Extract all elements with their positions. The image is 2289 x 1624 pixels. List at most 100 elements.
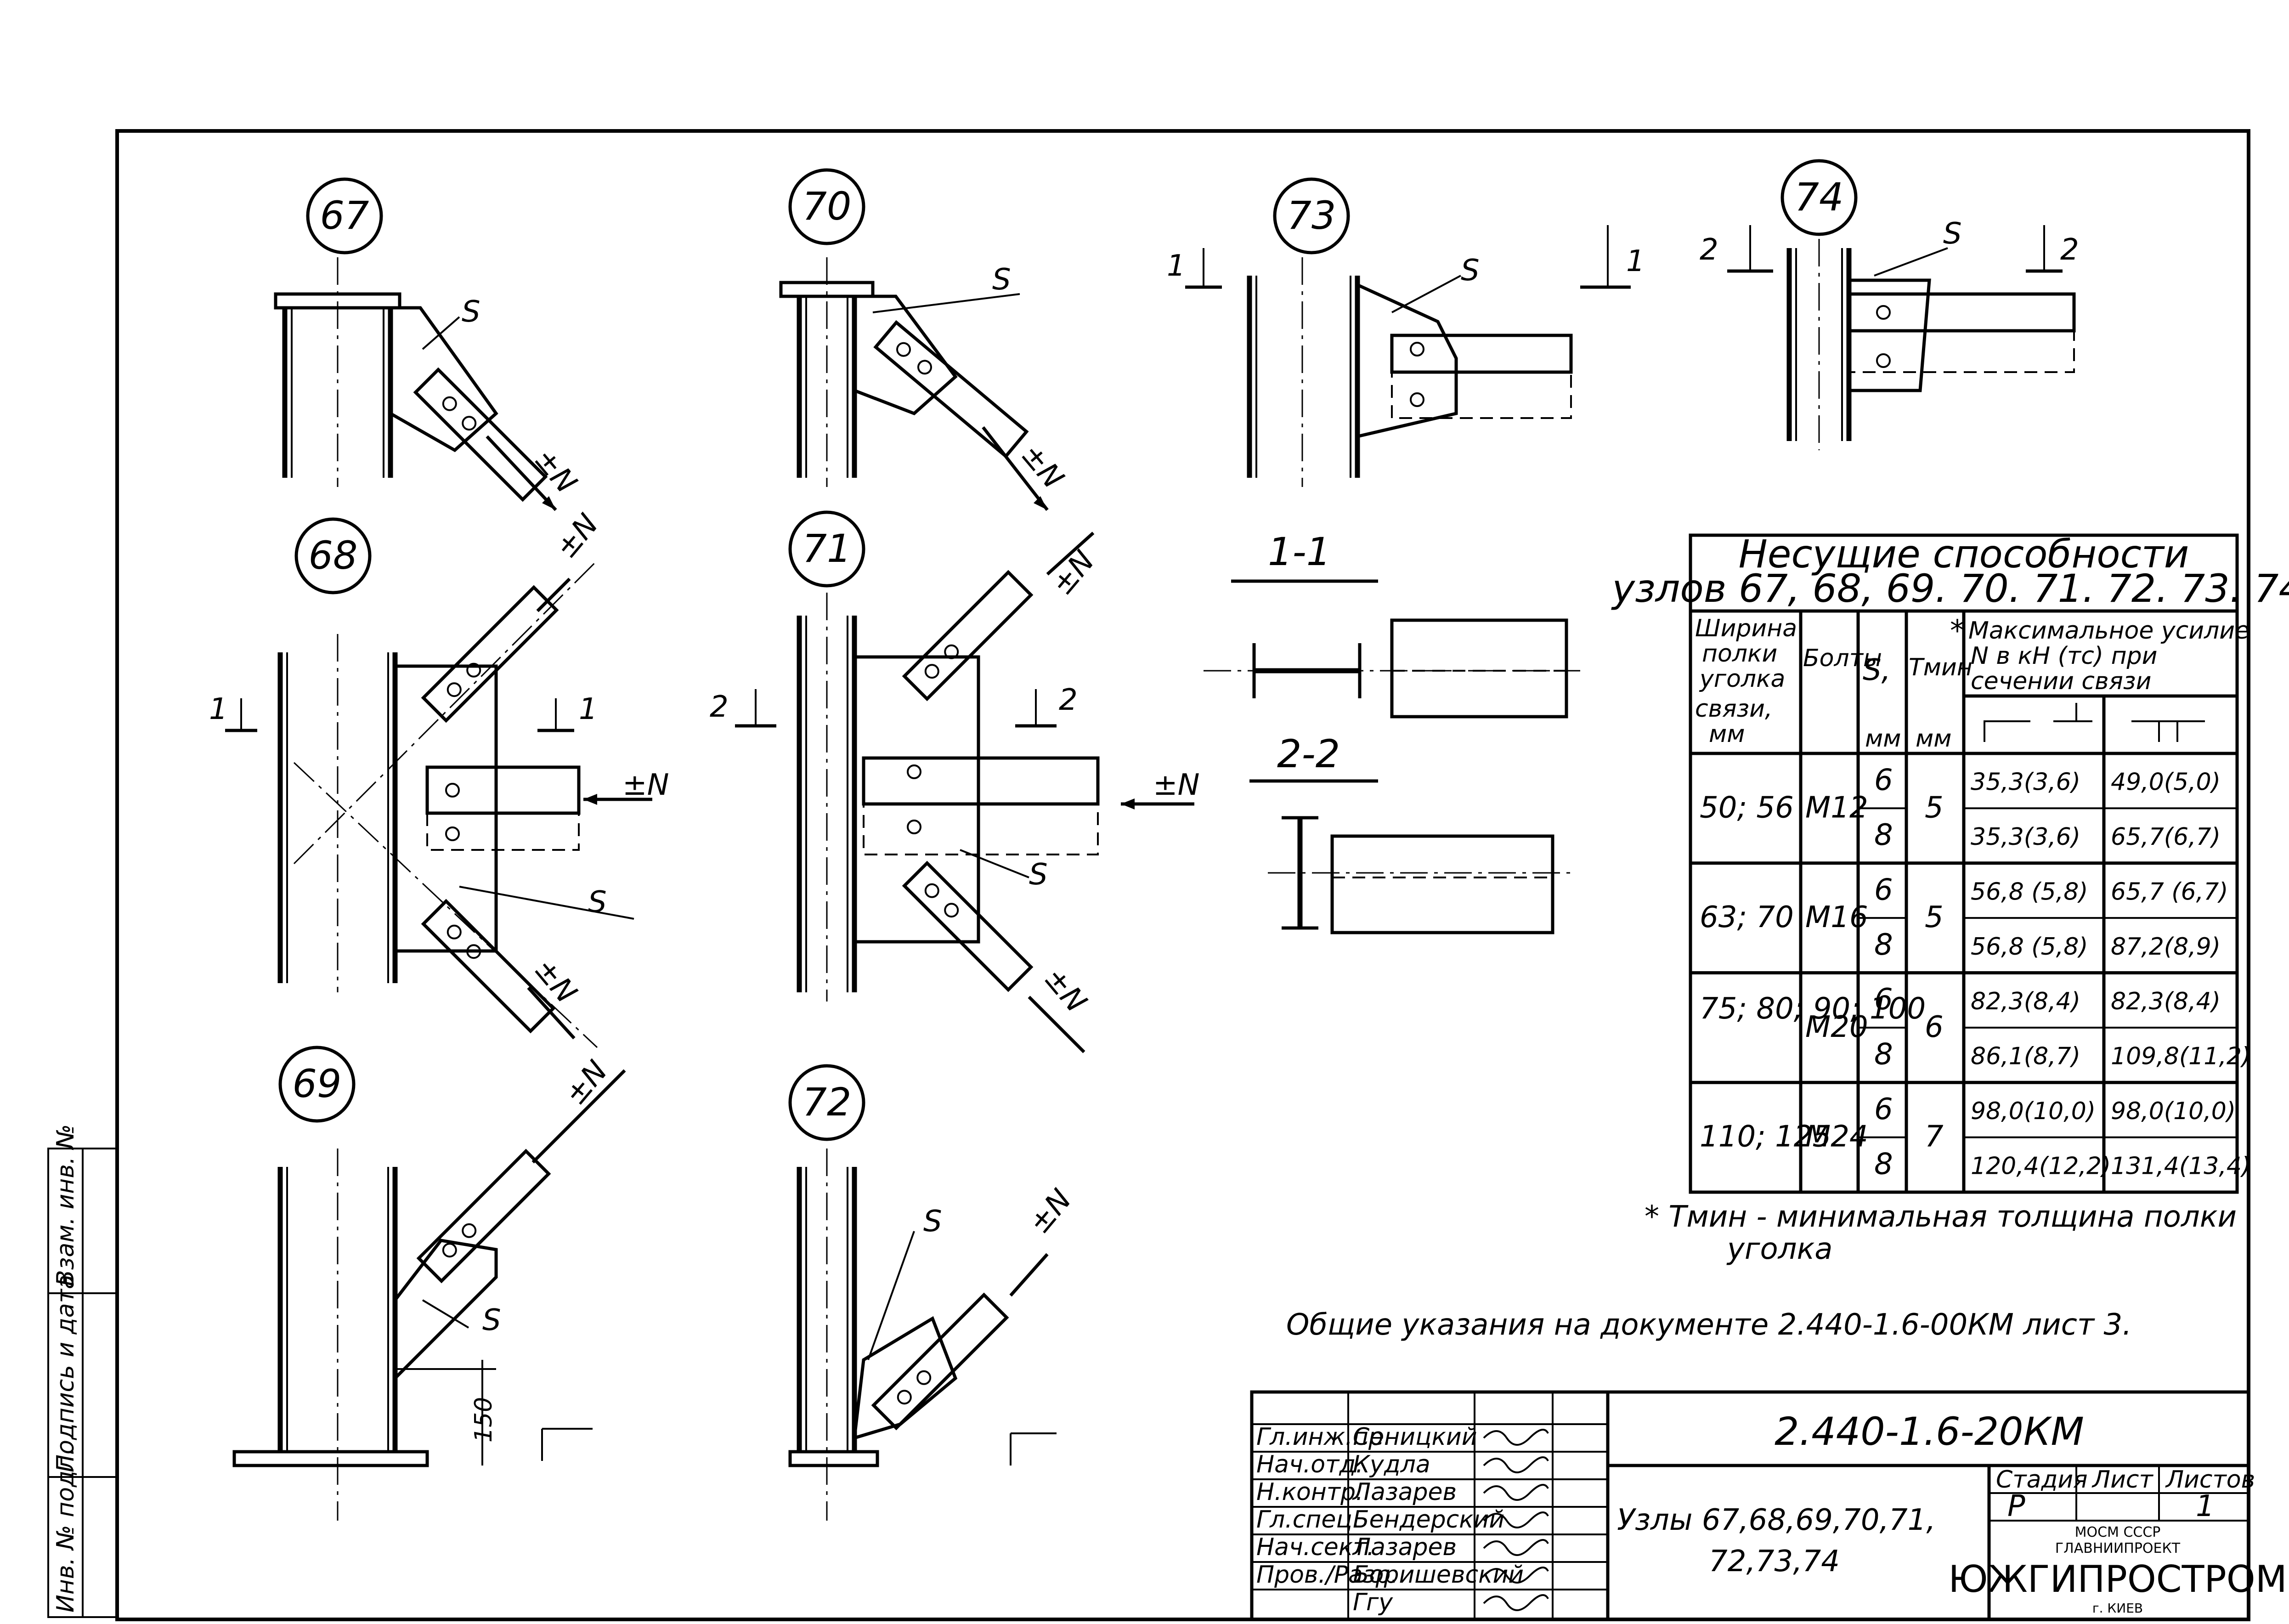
node-69-marker: 69 — [278, 1046, 356, 1123]
cell-force-1: 82,3(8,4) — [1971, 988, 2080, 1015]
node-68-force-bottom: ±N — [527, 952, 583, 1010]
org-line-1: МОСМ СССР — [2075, 1524, 2161, 1540]
tb-role: Гл.спец. — [1256, 1506, 1360, 1533]
th-width-3: уголка — [1699, 665, 1785, 693]
node-67-label: 67 — [320, 193, 369, 238]
title-block: Гл.инж.пр.СеницкийНач.отд.КудлаН.контр.Л… — [1250, 1390, 2287, 1621]
cell-force-2: 87,2(8,9) — [2111, 933, 2221, 961]
th-tmin-unit: мм — [1916, 725, 1951, 753]
cell-bolt: М24 — [1805, 1120, 1868, 1154]
node-74-drawing: S 2 2 — [1700, 217, 2079, 450]
tb-name: Лазарев — [1352, 1533, 1457, 1561]
node-70-label: 70 — [803, 184, 852, 229]
cell-s: 8 — [1874, 928, 1893, 962]
signature — [1483, 1456, 1549, 1473]
th-bolts: Болты — [1803, 645, 1882, 672]
node-73-cut-right: 1 — [1626, 244, 1645, 278]
title-block-row: Н.контр.Лазарев — [1252, 1478, 1608, 1506]
tb-role: Гл.инж.пр. — [1256, 1423, 1391, 1451]
node-74-label: 74 — [1795, 175, 1844, 220]
stage-label: Стадия — [1996, 1466, 2088, 1494]
tb-name: Кудла — [1353, 1451, 1430, 1478]
cell-force-1: 56,8 (5,8) — [1971, 933, 2088, 961]
cell-force-2: 49,0(5,0) — [2111, 769, 2221, 796]
tb-name: Лазарев — [1352, 1478, 1457, 1506]
node-68-cut-right: 1 — [579, 692, 598, 726]
node-73-drawing: S 1 1 — [1167, 225, 1645, 487]
cell-tmin: 7 — [1925, 1120, 1944, 1154]
cell-bolt: М20 — [1805, 1010, 1868, 1044]
node-74-marker: 74 — [1780, 159, 1858, 236]
th-maxforce-2: N в кН (тс) при — [1971, 642, 2157, 670]
cell-force-2: 65,7(6,7) — [2111, 823, 2221, 851]
stage-value: Р — [2007, 1489, 2025, 1523]
signature — [1483, 1567, 1549, 1584]
node-69-dim-150: 150 — [470, 1397, 497, 1443]
node-68-force-top: ±N — [549, 508, 605, 565]
th-width-1: Ширина — [1695, 615, 1797, 642]
sheet-frame — [115, 129, 2250, 1621]
node-68-marker: 68 — [294, 517, 372, 594]
signature — [1483, 1511, 1549, 1528]
node-68-s-label: S — [588, 885, 607, 919]
node-72-drawing: S ±N — [788, 1149, 1078, 1521]
cell-s: 6 — [1874, 983, 1893, 1017]
signature — [1483, 1429, 1549, 1446]
tb-name: Боришевский — [1353, 1561, 1524, 1589]
node-72-marker: 72 — [788, 1064, 865, 1141]
cell-bolt: М12 — [1805, 791, 1868, 825]
node-67-drawing: S ±N — [274, 257, 583, 511]
cell-s: 8 — [1874, 818, 1893, 852]
node-68-cut-left: 1 — [209, 692, 228, 726]
cell-width: 63; 70 — [1700, 900, 1794, 934]
capacity-table: Несущие способности узлов 67, 68, 69. 70… — [1611, 532, 2289, 1266]
table-footnote-2: уголка — [1726, 1232, 1832, 1266]
cell-force-2: 98,0(10,0) — [2111, 1098, 2236, 1125]
doc-code: 2.440-1.6-20КМ — [1775, 1409, 2084, 1454]
table-title-1: Несущие способности — [1739, 532, 2189, 577]
node-70-s-label: S — [992, 263, 1011, 297]
title-block-row: Ггу — [1252, 1589, 1608, 1616]
cell-force-1: 56,8 (5,8) — [1971, 878, 2088, 905]
side-stamp-inv-repl: Взам. инв. № — [52, 1124, 79, 1286]
node-71-force-top: ±N — [1046, 544, 1102, 602]
tb-role: Нач.сект. — [1256, 1533, 1374, 1561]
table-title-2: узлов 67, 68, 69. 70. 71. 72. 73. 74. — [1611, 566, 2289, 611]
node-74-s-label: S — [1943, 217, 1962, 251]
th-width-4: связи, — [1695, 695, 1773, 723]
node-69-label: 69 — [293, 1061, 342, 1106]
cell-width: 50; 56 — [1700, 791, 1794, 825]
node-74-cut-left: 2 — [1700, 233, 1718, 267]
th-s-unit: мм — [1865, 725, 1901, 753]
cell-s: 8 — [1874, 1038, 1893, 1072]
cell-force-1: 35,3(3,6) — [1971, 769, 2080, 796]
node-70-drawing: S ±N — [779, 257, 1070, 511]
node-68-label: 68 — [309, 533, 358, 578]
cell-tmin: 5 — [1925, 791, 1944, 825]
general-note: Общие указания на документе 2.440-1.6-00… — [1286, 1308, 2132, 1342]
th-s: S, — [1863, 653, 1891, 687]
side-stamp: Взам. инв. № Подпись и дата Инв. № подл. — [47, 1124, 118, 1618]
cell-s: 6 — [1874, 873, 1893, 907]
node-71-label: 71 — [803, 526, 852, 571]
node-71-s-label: S — [1029, 858, 1048, 892]
node-74-cut-right: 2 — [2060, 233, 2079, 267]
node-73-cut-left: 1 — [1167, 249, 1186, 283]
doc-title-1: Узлы 67,68,69,70,71, — [1617, 1503, 1936, 1537]
title-block-row: Гл.инж.пр.Сеницкий — [1256, 1423, 1549, 1451]
cell-s: 8 — [1874, 1147, 1893, 1181]
cell-bolt: М16 — [1805, 900, 1868, 934]
org-line-2: ГЛАВНИИПРОЕКТ — [2055, 1540, 2181, 1556]
side-stamp-inv-orig: Инв. № подл. — [52, 1448, 79, 1613]
cell-s: 6 — [1874, 764, 1893, 798]
title-block-row: Нач.отд.Кудла — [1252, 1451, 1608, 1478]
tb-role: Нач.отд. — [1256, 1451, 1363, 1478]
th-tmin-star: * — [1950, 614, 1965, 648]
node-71-force-bottom: ±N — [1037, 962, 1093, 1019]
doc-title-2: 72,73,74 — [1709, 1545, 1840, 1579]
node-68-drawing: S ±N ±N ±N 1 1 — [209, 508, 669, 1048]
title-block-row: Нач.сект.Лазарев — [1252, 1533, 1608, 1561]
title-block-row: Гл.спец.Бендерский — [1252, 1506, 1608, 1533]
cell-force-1: 98,0(10,0) — [1971, 1098, 2096, 1125]
